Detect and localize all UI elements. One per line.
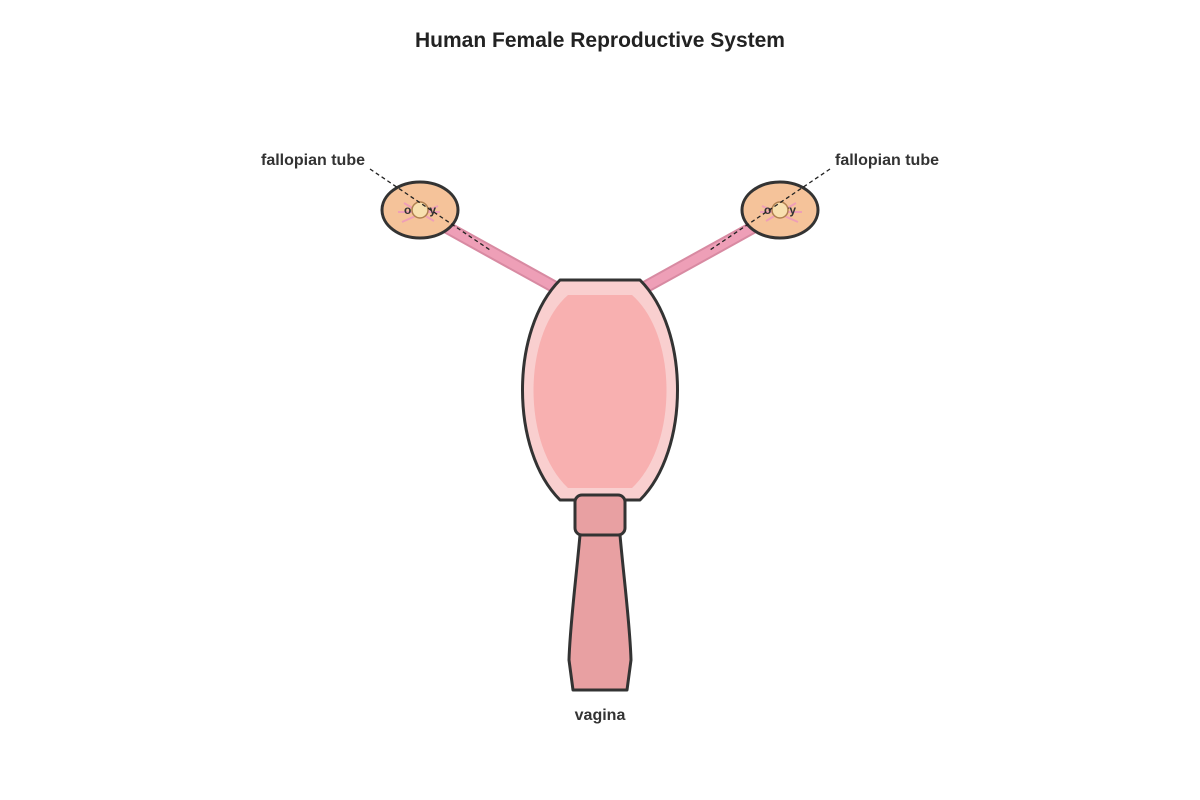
diagram-title: Human Female Reproductive System [415, 29, 785, 52]
fallopian-tube-right [633, 221, 759, 297]
uterus [521, 278, 679, 502]
cervix [573, 493, 627, 537]
follicle-right [771, 201, 789, 219]
uterine-cavity [533, 295, 667, 488]
vagina [567, 533, 633, 692]
fallopian-tube-right-label: fallopian tube [835, 152, 939, 169]
leader-line-left [369, 168, 491, 251]
ovary-right: ovary [740, 180, 820, 240]
vagina-label: vagina [575, 707, 626, 724]
fallopian-tube-left [441, 221, 567, 297]
fallopian-tube-left-label: fallopian tube [261, 152, 365, 169]
ovary-left: ovary [380, 180, 460, 240]
leader-line-right [709, 168, 831, 251]
follicle-left [411, 201, 429, 219]
